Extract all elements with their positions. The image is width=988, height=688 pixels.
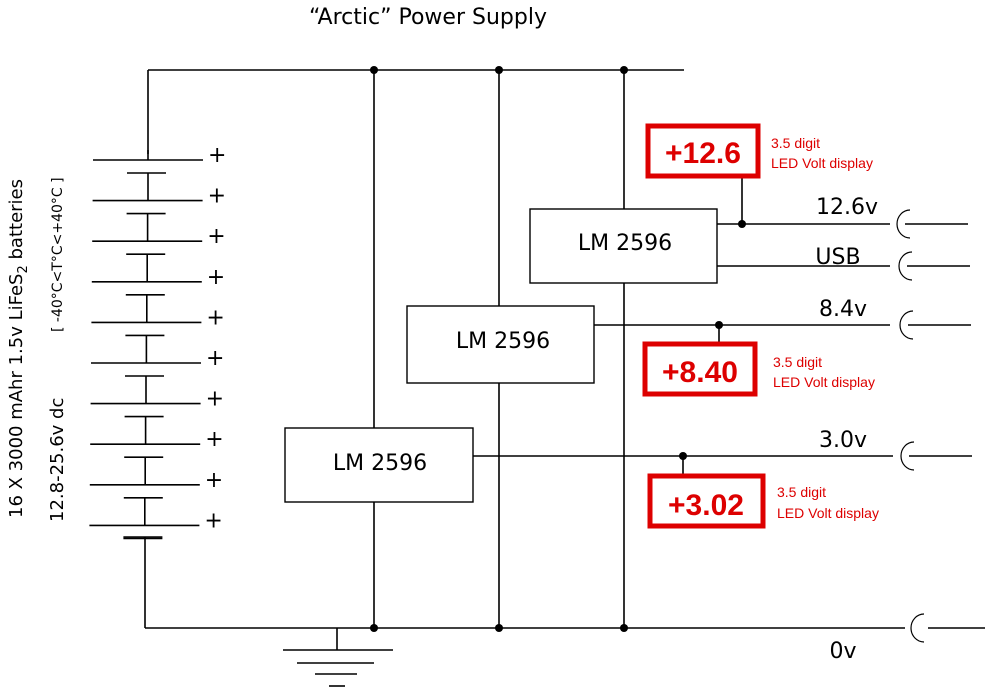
svg-text:16 X 3000 mAhr 1.5v LiFeS2 ba: 16 X 3000 mAhr 1.5v LiFeS2 batteries: [6, 179, 31, 518]
display-value: +3.02: [668, 489, 744, 522]
positive-terminal-symbol: +: [205, 427, 223, 452]
positive-terminal-symbol: +: [206, 305, 224, 330]
regulator-label: LM 2596: [333, 451, 427, 476]
output-jack-0v: [910, 613, 925, 643]
output-label-3v0: 3.0v: [819, 428, 867, 453]
battery-cell: +: [91, 346, 224, 404]
battery-voltage-text: 12.8-25.6v dc: [47, 398, 68, 522]
junction-dot: [620, 66, 628, 74]
battery-stack: + + + + + + + + + +: [89, 143, 226, 540]
output-jack-3v0: [900, 441, 972, 471]
positive-terminal-symbol: +: [205, 468, 223, 493]
positive-terminal-symbol: +: [206, 346, 224, 371]
display-caption: 3.5 digit: [771, 135, 820, 151]
battery-cell: +: [90, 427, 224, 485]
positive-terminal-symbol: +: [208, 143, 226, 168]
battery-cell: +: [90, 387, 224, 445]
display-caption: LED Volt display: [771, 155, 873, 171]
led-display-12: +12.6 3.5 digit LED Volt display: [645, 123, 873, 179]
battery-cell: +: [91, 305, 225, 363]
display-caption: 3.5 digit: [773, 354, 822, 370]
battery-spec-text-end: batteries: [6, 179, 27, 265]
junction-dot: [495, 66, 503, 74]
junction-dot: [495, 624, 503, 632]
battery-spec-subscript: 2: [16, 265, 31, 273]
battery-cell: +: [93, 143, 226, 201]
junction-dot: [370, 66, 378, 74]
positive-terminal-symbol: +: [204, 508, 222, 533]
output-label-usb: USB: [815, 245, 860, 270]
output-label-0v: 0v: [829, 639, 856, 664]
display-caption: LED Volt display: [777, 505, 879, 521]
positive-terminal-symbol: +: [207, 265, 225, 290]
temperature-range-text: [ -40°C<T°C<+40°C ]: [50, 177, 66, 332]
battery-cell: +: [92, 224, 226, 282]
regulator-middle: LM 2596: [406, 305, 595, 384]
regulator-label: LM 2596: [456, 329, 550, 354]
diagram-title: “Arctic” Power Supply: [309, 5, 547, 30]
battery-cell: +: [89, 508, 223, 540]
battery-spec-text: 16 X 3000 mAhr 1.5v LiFeS: [6, 274, 27, 519]
output-label-12v6: 12.6v: [816, 195, 878, 220]
regulator-label: LM 2596: [578, 231, 672, 256]
battery-voltage-label: 12.8-25.6v dc: [47, 398, 68, 522]
battery-cell: +: [91, 265, 225, 323]
battery-cell: +: [92, 184, 226, 242]
output-jack-8v4: [899, 310, 971, 340]
display-value: +8.40: [662, 356, 738, 389]
ground-symbol: [283, 628, 393, 687]
display-caption: 3.5 digit: [777, 484, 826, 500]
led-display-3: +3.02 3.5 digit LED Volt display: [647, 473, 879, 529]
junction-dot: [370, 624, 378, 632]
output-label-8v4: 8.4v: [819, 297, 867, 322]
regulator-bottom: LM 2596: [284, 427, 474, 503]
display-caption: LED Volt display: [773, 374, 875, 390]
positive-terminal-symbol: +: [208, 184, 226, 209]
junction-dot: [620, 624, 628, 632]
battery-cell: +: [89, 468, 223, 526]
positive-terminal-symbol: +: [207, 224, 225, 249]
output-jack-12v6: [896, 209, 968, 239]
temperature-range-label: [ -40°C<T°C<+40°C ]: [50, 177, 66, 332]
led-display-8: +8.40 3.5 digit LED Volt display: [642, 341, 875, 397]
positive-terminal-symbol: +: [206, 387, 224, 412]
display-value: +12.6: [665, 137, 741, 170]
output-jack-usb: [898, 251, 970, 281]
regulator-top: LM 2596: [529, 208, 718, 284]
battery-spec-label: 16 X 3000 mAhr 1.5v LiFeS2 batteries: [6, 179, 31, 518]
